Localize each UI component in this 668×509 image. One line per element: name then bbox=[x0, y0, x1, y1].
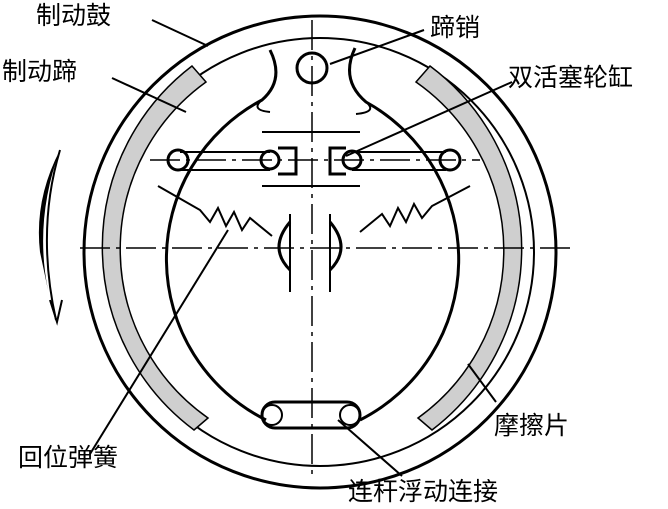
return-springs bbox=[157, 185, 471, 292]
friction-lining bbox=[101, 64, 523, 431]
floating-link bbox=[260, 400, 362, 430]
brake-shoes bbox=[164, 47, 461, 422]
wheel-cylinder bbox=[166, 131, 462, 187]
rotation-arrow bbox=[38, 149, 63, 326]
label-anchor-pin: 蹄销 bbox=[430, 13, 480, 42]
label-shoe: 制动蹄 bbox=[2, 57, 77, 86]
leader-lines bbox=[89, 19, 513, 477]
label-return-spring: 回位弹簧 bbox=[18, 443, 118, 472]
label-floating-link: 连杆浮动连接 bbox=[348, 477, 498, 506]
label-drum: 制动鼓 bbox=[36, 1, 111, 30]
label-wheel-cylinder: 双活塞轮缸 bbox=[508, 63, 633, 92]
brake-drum bbox=[82, 14, 558, 490]
label-friction-lining: 摩擦片 bbox=[494, 411, 569, 440]
